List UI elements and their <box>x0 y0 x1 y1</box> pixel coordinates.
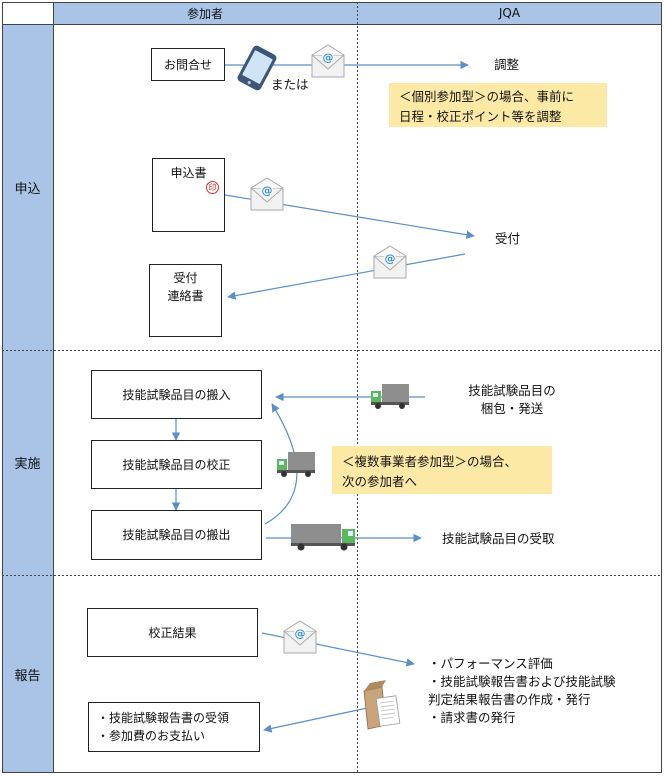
column-header-jqa: JQA <box>357 2 662 24</box>
lane-report: 報告 <box>2 575 53 773</box>
lane-conduct-label: 実施 <box>14 457 41 472</box>
adjust-label: 調整 <box>494 57 520 72</box>
participant-task-receive-report: ・技能試験報告書の受領 <box>97 711 230 725</box>
carry-out-box: 技能試験品目の搬出 <box>91 510 262 560</box>
calibration-result-box: 校正結果 <box>87 608 258 657</box>
svg-text:@: @ <box>323 51 334 64</box>
carry-out-label: 技能試験品目の搬出 <box>122 528 231 542</box>
lane-apply: 申込 <box>2 24 53 350</box>
inquiry-box: お問合せ <box>151 48 225 81</box>
individual-note-line2: 日程・校正ポイント等を調整 <box>399 109 562 124</box>
inquiry-box-label: お問合せ <box>163 57 212 72</box>
jqa-task-reports: ・技能試験報告書および技能試験 <box>428 674 616 690</box>
packing-shipping-label: 技能試験品目の 梱包・発送 <box>448 382 576 418</box>
receipt-notice-line1: 受付 <box>173 271 198 285</box>
received-label: 受付 <box>495 231 521 246</box>
seal-stamp-icon: 印 <box>206 181 219 194</box>
multi-note-line1: ＜複数事業者参加型＞の場合、 <box>342 454 518 469</box>
delivery-truck-icon <box>291 524 355 551</box>
delivery-truck-icon <box>277 452 315 477</box>
individual-note-line1: ＜個別参加型＞の場合、事前に <box>399 89 575 104</box>
email-envelope-icon: @ <box>373 245 407 279</box>
or-label: または <box>271 77 309 92</box>
receipt-notice-line2: 連絡書 <box>167 289 204 303</box>
lane-apply-label: 申込 <box>14 181 41 197</box>
receipt-notice-box: 受付 連絡書 <box>149 264 222 337</box>
jqa-task-invoice: ・請求書の発行 <box>428 710 516 726</box>
application-form-label: 申込書 <box>170 166 207 180</box>
lane-conduct: 実施 <box>2 350 53 575</box>
packing-line2: 梱包・発送 <box>480 401 544 417</box>
svg-text:@: @ <box>262 184 273 197</box>
jqa-task-performance: ・パフォーマンス評価 <box>428 656 553 671</box>
column-header-participant: 参加者 <box>53 2 357 24</box>
email-envelope-icon: @ <box>250 177 284 211</box>
arrow-next-participant-curve <box>264 403 298 525</box>
delivery-truck-icon <box>371 384 409 409</box>
jqa-report-tasks: ・パフォーマンス評価 ・技能試験報告書および技能試験 判定結果報告書の作成・発行… <box>428 655 660 728</box>
individual-participation-note: ＜個別参加型＞の場合、事前に 日程・校正ポイント等を調整 <box>389 83 607 127</box>
arrow-report-to-participant <box>263 706 373 733</box>
packing-line1: 技能試験品目の <box>468 383 556 398</box>
calibration-result-label: 校正結果 <box>148 625 197 640</box>
arrow-received-to-receipt <box>227 253 466 300</box>
smartphone-icon <box>237 45 277 91</box>
email-envelope-icon: @ <box>311 44 345 78</box>
calibration-box: 技能試験品目の校正 <box>91 440 262 489</box>
participant-task-pay-fee: ・参加費のお支払い <box>97 729 206 743</box>
carry-in-label: 技能試験品目の搬入 <box>122 387 231 402</box>
carry-in-box: 技能試験品目の搬入 <box>91 370 262 419</box>
participant-report-box: ・技能試験報告書の受領 ・参加費のお支払い <box>88 702 260 752</box>
application-form-box: 申込書 <box>152 158 225 232</box>
multi-note-line2: 次の参加者へ <box>342 474 418 489</box>
svg-text:@: @ <box>295 627 306 640</box>
column-header-jqa-label: JQA <box>498 6 521 20</box>
multi-participant-note: ＜複数事業者参加型＞の場合、 次の参加者へ <box>332 446 552 494</box>
document-package-icon <box>363 680 401 730</box>
email-envelope-icon: @ <box>283 620 317 654</box>
calibration-label: 技能試験品目の校正 <box>122 457 231 472</box>
seal-stamp-label: 印 <box>208 183 217 192</box>
column-header-participant-label: 参加者 <box>186 6 223 21</box>
svg-text:@: @ <box>385 252 396 265</box>
receive-items-label: 技能試験品目の受取 <box>442 531 555 546</box>
lane-report-label: 報告 <box>14 668 41 684</box>
jqa-task-reports-cont: 判定結果報告書の作成・発行 <box>428 692 591 708</box>
